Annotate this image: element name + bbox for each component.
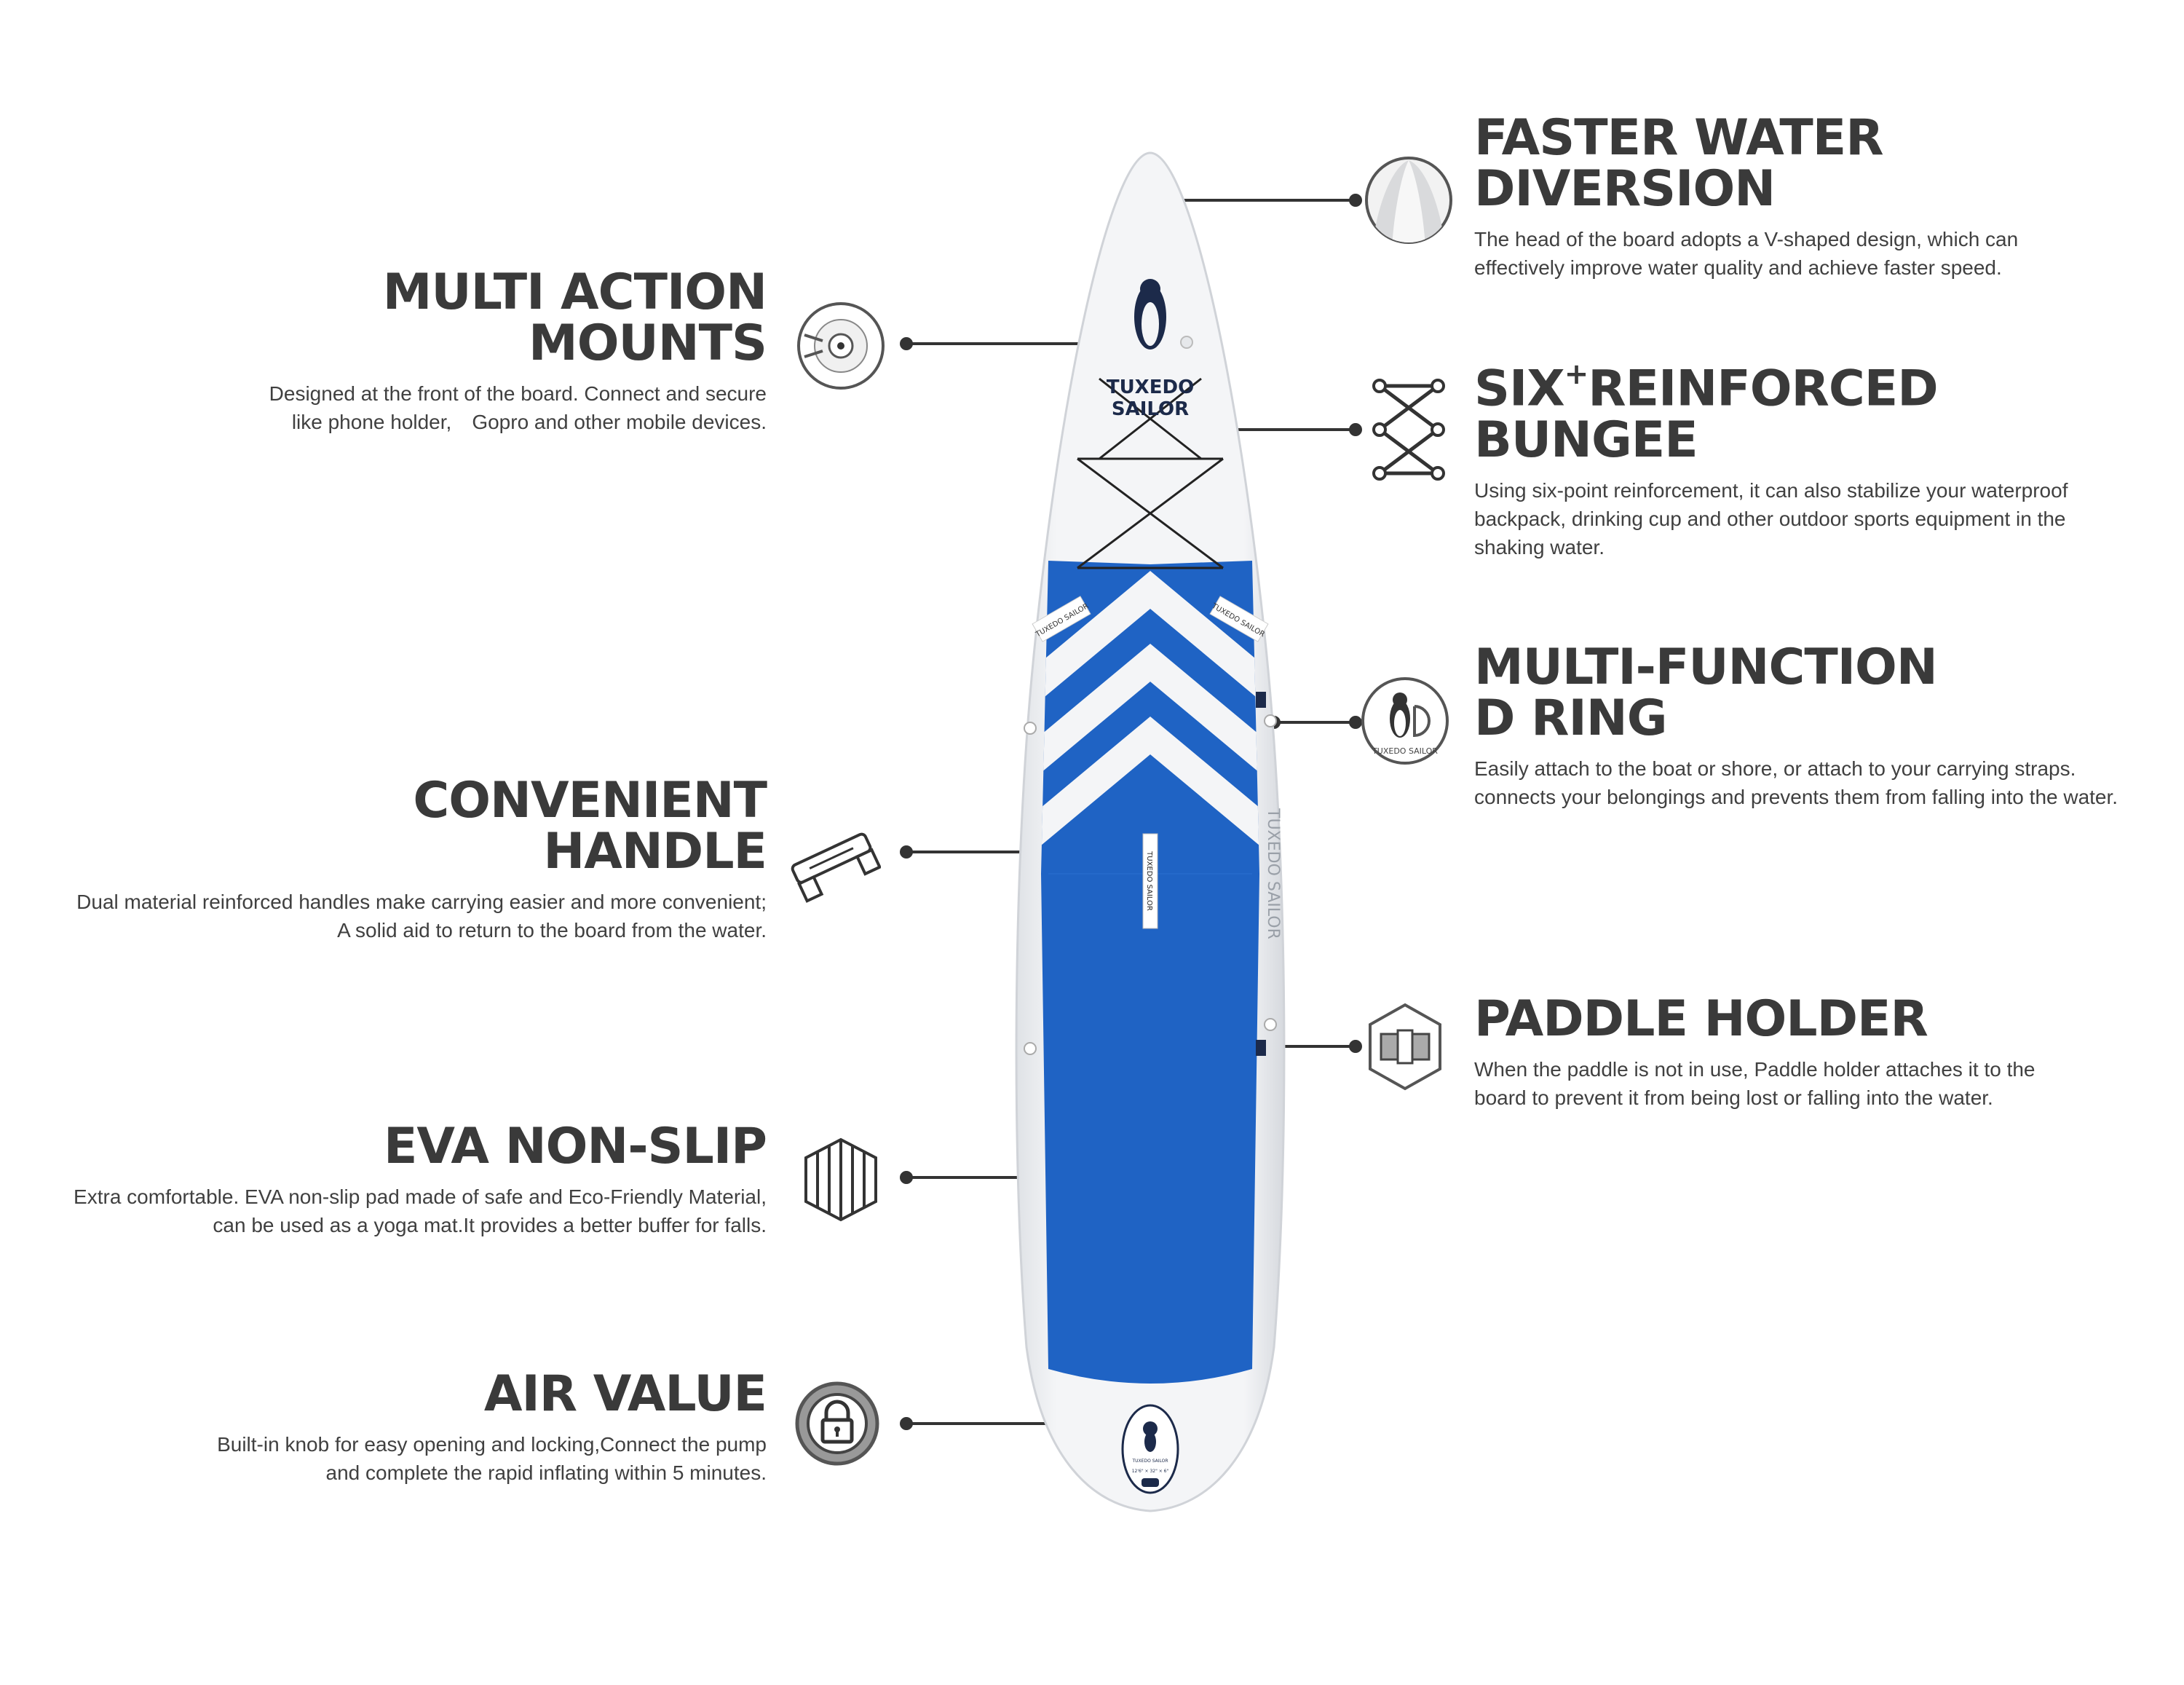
feature-title: CONVENIENT HANDLE [413, 772, 767, 880]
penguin-logo [1134, 279, 1166, 350]
feature-title: FASTER WATER DIVERSION [1474, 109, 1884, 218]
d-ring-icon: TUXEDO SAILOR [1361, 677, 1449, 765]
carry-handle-icon [791, 832, 881, 903]
feature-paddle-holder: PADDLE HOLDER When the paddle is not in … [1474, 994, 2173, 1112]
feature-description: Using six-point reinforcement, it can al… [1474, 478, 2068, 559]
center-handle: TUXEDO SAILOR [1142, 833, 1158, 929]
paddle-holder-icon [1369, 1003, 1441, 1091]
d-ring-2 [1256, 1040, 1266, 1056]
d-ring-1 [1256, 692, 1266, 708]
feature-handle: CONVENIENT HANDLE Dual material reinforc… [0, 776, 767, 944]
board-logo-line2: SAILOR [1112, 398, 1189, 420]
feature-title: MULTI ACTION MOUNTS [382, 264, 767, 372]
eva-deck-pad [1041, 561, 1259, 1384]
feature-title: AIR VALUE [483, 1365, 767, 1423]
feature-description: Dual material reinforced handles make ca… [76, 891, 767, 942]
feature-water-diversion: FASTER WATER DIVERSION The head of the b… [1474, 113, 2173, 282]
air-valve-icon [795, 1381, 879, 1466]
svg-text:TUXEDO SAILOR: TUXEDO SAILOR [1372, 746, 1438, 756]
feature-d-ring: MULTI-FUNCTION D RING Easily attach to t… [1474, 642, 2173, 811]
feature-mounts: MULTI ACTION MOUNTS Designed at the fron… [0, 267, 767, 436]
feature-description: When the paddle is not in use, Paddle ho… [1474, 1058, 2035, 1109]
feature-description: The head of the board adopts a V-shaped … [1474, 228, 2019, 279]
feature-description: Extra comfortable. EVA non-slip pad made… [74, 1185, 767, 1236]
bungee-cords [1077, 377, 1224, 569]
feature-air-valve: AIR VALUE Built-in knob for easy opening… [0, 1369, 767, 1487]
bungee-cord-icon [1372, 379, 1445, 481]
v-shape-nose-icon [1365, 157, 1452, 244]
feature-bungee: SIX+REINFORCED BUNGEE Using six-point re… [1474, 353, 2173, 561]
tail-badge: TUXEDO SAILOR 12'6" × 32" × 6" [1121, 1404, 1179, 1494]
action-mount-icon [797, 302, 885, 390]
svg-text:TUXEDO SAILOR: TUXEDO SAILOR [1131, 1459, 1168, 1464]
feature-eva: EVA NON-SLIP Extra comfortable. EVA non-… [0, 1121, 767, 1239]
svg-text:12'6" × 32" × 6": 12'6" × 32" × 6" [1132, 1469, 1169, 1474]
feature-description: Designed at the front of the board. Conn… [269, 382, 767, 433]
feature-title: MULTI-FUNCTION D RING [1474, 639, 1938, 747]
feature-title: EVA NON-SLIP [383, 1118, 767, 1175]
svg-text:TUXEDO SAILOR: TUXEDO SAILOR [1145, 851, 1153, 911]
feature-title: PADDLE HOLDER [1474, 990, 1928, 1048]
feature-description: Easily attach to the boat or shore, or a… [1474, 757, 2118, 808]
board-side-text: TUXEDO SAILOR [1264, 808, 1282, 939]
eva-pad-icon [804, 1137, 877, 1222]
paddle-board: TUXEDO SAILOR TUXEDO SAILOR TUXEDO SAILO… [1015, 151, 1286, 1512]
feature-title: SIX+REINFORCED BUNGEE [1474, 358, 1939, 469]
board-logo-line1: TUXEDO [1107, 376, 1194, 398]
feature-description: Built-in knob for easy opening and locki… [217, 1433, 767, 1484]
mount-point [1180, 336, 1193, 349]
